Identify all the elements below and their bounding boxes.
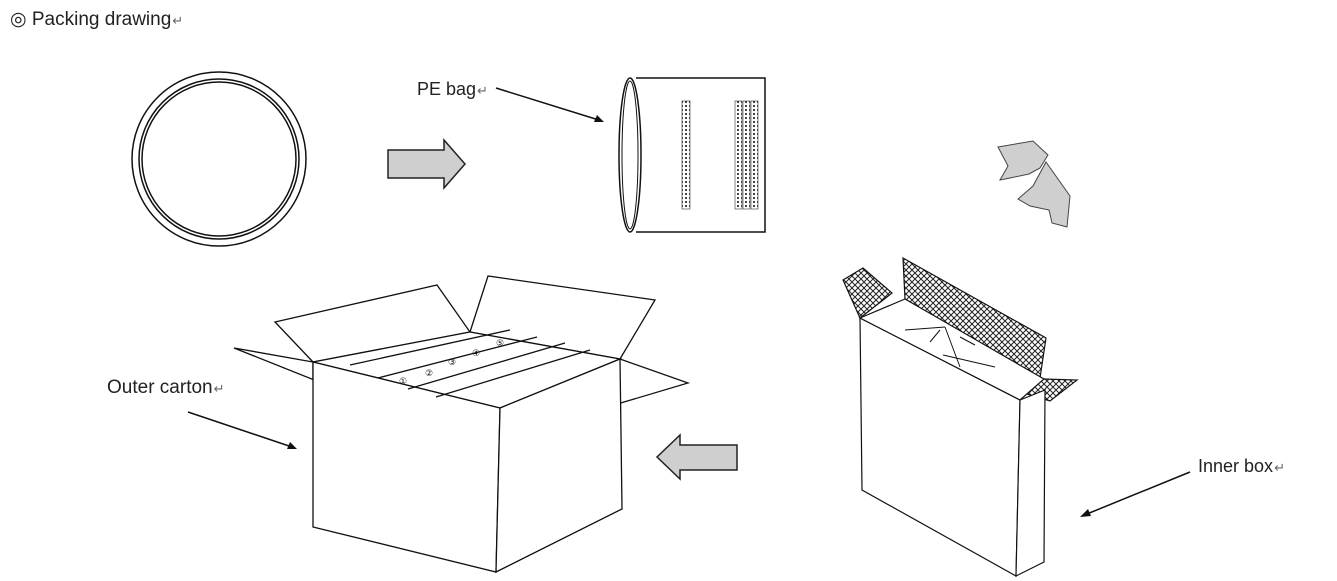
ring-product: [131, 71, 307, 247]
outer-carton-pointer: [187, 411, 297, 449]
pe-bag-label: PE bag↵: [417, 80, 488, 98]
inner-box-label: Inner box↵: [1198, 457, 1285, 475]
arrow-right-icon: [387, 138, 466, 190]
marker-1: ①: [399, 377, 407, 387]
pe-bag-pointer: [495, 87, 604, 122]
title-symbol: ◎: [10, 9, 27, 30]
marker-2: ②: [425, 369, 433, 379]
title-text: Packing drawing: [31, 9, 172, 30]
outer-carton-label: Outer carton↵: [107, 378, 225, 397]
inner-box: [842, 256, 1079, 578]
outer-carton-mark: ↵: [213, 381, 225, 396]
pe-bag: [618, 77, 766, 233]
arrow-left-icon: [655, 433, 738, 481]
marker-4: ④: [472, 349, 480, 359]
curved-arrow-icon: [997, 140, 1071, 228]
marker-5: ⑤: [496, 339, 504, 349]
outer-carton: [233, 275, 691, 574]
pe-bag-text: PE bag: [417, 79, 477, 99]
pe-bag-mark: ↵: [477, 83, 488, 98]
inner-box-pointer: [1080, 471, 1191, 517]
marker-3: ③: [448, 358, 456, 368]
outer-carton-text: Outer carton: [107, 377, 213, 398]
inner-box-mark: ↵: [1274, 460, 1285, 475]
inner-box-text: Inner box: [1198, 456, 1274, 476]
carton-markers: ① ② ③ ④ ⑤: [399, 339, 504, 387]
page-title: ◎ Packing drawing↵: [10, 10, 183, 29]
title-mark: ↵: [172, 13, 184, 28]
